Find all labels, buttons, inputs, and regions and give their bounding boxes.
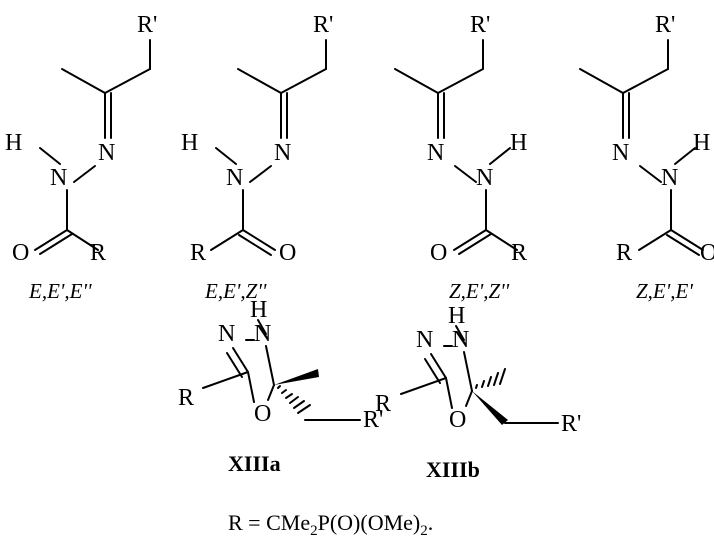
nitrogen-label: N <box>452 327 469 353</box>
substituent-definition: R = CMe2P(O)(OMe)2. <box>228 510 433 539</box>
hydrazone-structure-4: R' N H N R O Z,E',E' <box>579 12 714 303</box>
nitrogen-label: N <box>476 165 493 191</box>
r-label: R <box>90 240 106 266</box>
nitrogen-label: N <box>254 321 271 347</box>
oxygen-label: O <box>12 240 29 266</box>
r-label: R <box>190 240 206 266</box>
r-prime-label: R' <box>313 12 333 38</box>
oxadiazoline-structure-b: N N H O R R' XIIIb <box>375 303 581 482</box>
hydrogen-label: H <box>510 130 527 156</box>
formula-prefix: R = CMe <box>228 510 310 535</box>
r-label: R <box>375 391 391 417</box>
r-prime-label: R' <box>363 407 383 433</box>
formula-subscript: 2 <box>310 523 318 539</box>
r-label: R <box>178 385 194 411</box>
hydrazone-structure-3: R' N H N O R Z,E',Z'' <box>394 12 527 303</box>
hydrogen-label: H <box>5 130 22 156</box>
oxygen-label: O <box>449 407 466 433</box>
r-prime-label: R' <box>561 411 581 437</box>
r-prime-label: R' <box>655 12 675 38</box>
nitrogen-label: N <box>218 321 235 347</box>
oxygen-label: O <box>279 240 296 266</box>
formula-subscript: 2 <box>420 523 428 539</box>
nitrogen-label: N <box>416 327 433 353</box>
formula-middle: P(O)(OMe) <box>318 510 421 535</box>
formula-suffix: . <box>428 510 434 535</box>
hydrazone-structure-1: R' N H N O R E,E',E'' <box>5 12 157 303</box>
isomer-caption: E,E',E'' <box>28 279 92 303</box>
r-prime-label: R' <box>137 12 157 38</box>
r-label: R <box>616 240 632 266</box>
hydrogen-label: H <box>250 297 267 323</box>
nitrogen-label: N <box>98 140 115 166</box>
hydrogen-label: H <box>181 130 198 156</box>
isomer-caption: Z,E',E' <box>636 279 693 303</box>
oxygen-label: O <box>700 240 714 266</box>
isomer-caption: E,E',Z'' <box>204 279 267 303</box>
nitrogen-label: N <box>50 165 67 191</box>
oxygen-label: O <box>254 401 271 427</box>
r-prime-label: R' <box>470 12 490 38</box>
nitrogen-label: N <box>274 140 291 166</box>
oxygen-label: O <box>430 240 447 266</box>
hydrogen-label: H <box>448 303 465 329</box>
hydrazone-structure-2: R' N H N R O E,E',Z'' <box>181 12 333 303</box>
nitrogen-label: N <box>226 165 243 191</box>
isomer-caption: Z,E',Z'' <box>449 279 510 303</box>
nitrogen-label: N <box>661 165 678 191</box>
compound-label-xiiia: XIIIa <box>228 451 281 476</box>
nitrogen-label: N <box>612 140 629 166</box>
compound-label-xiiib: XIIIb <box>426 457 480 482</box>
nitrogen-label: N <box>427 140 444 166</box>
oxadiazoline-structure-a: N N H O R R' XIIIa <box>178 297 383 476</box>
r-label: R <box>511 240 527 266</box>
hydrogen-label: H <box>693 130 710 156</box>
